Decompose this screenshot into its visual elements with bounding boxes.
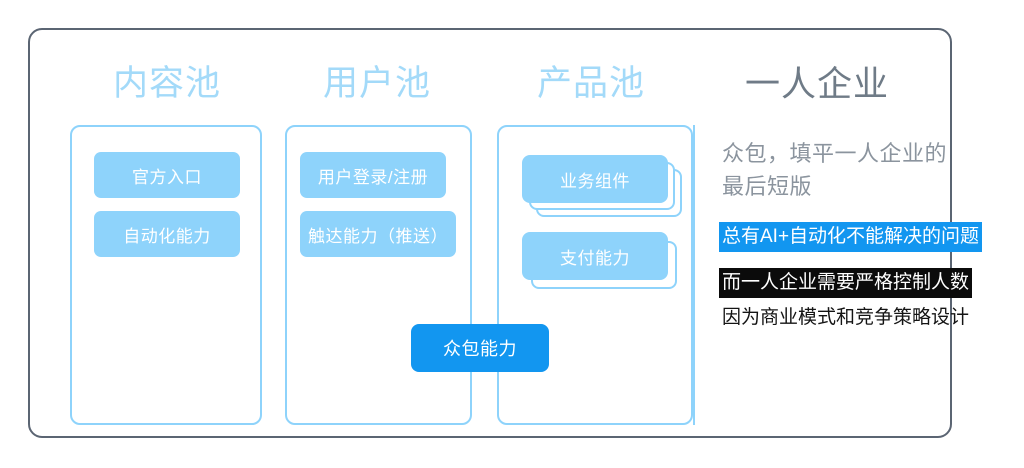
capability-stack-payment[interactable]: 支付能力 — [522, 232, 677, 289]
capability-chip-official-entry[interactable]: 官方入口 — [94, 152, 240, 198]
capability-chip-reach-push[interactable]: 触达能力（推送） — [300, 211, 456, 257]
right-pane-divider — [693, 125, 695, 425]
capability-stack-business-component[interactable]: 业务组件 — [522, 155, 682, 217]
capability-chip-user-login-register[interactable]: 用户登录/注册 — [300, 152, 446, 198]
highlight-line-black: 而一人企业需要严格控制人数 — [719, 268, 973, 298]
column-header-user-pool: 用户池 — [323, 64, 432, 103]
column-header-product-pool: 产品池 — [537, 64, 646, 103]
column-header-content-pool: 内容池 — [113, 64, 222, 103]
capability-chip-payment[interactable]: 支付能力 — [522, 232, 668, 280]
capability-chip-automation[interactable]: 自动化能力 — [94, 211, 240, 257]
capability-chip-crowdsourcing[interactable]: 众包能力 — [411, 324, 549, 372]
capability-chip-business-component[interactable]: 业务组件 — [522, 155, 668, 203]
right-pane-lead-text: 众包，填平一人企业的最后短版 — [722, 141, 948, 199]
highlight-line-blue: 总有AI+自动化不能解决的问题 — [719, 222, 983, 252]
right-pane-title: 一人企业 — [745, 65, 890, 104]
highlight-line-plain: 因为商业模式和竞争策略设计 — [722, 307, 970, 328]
